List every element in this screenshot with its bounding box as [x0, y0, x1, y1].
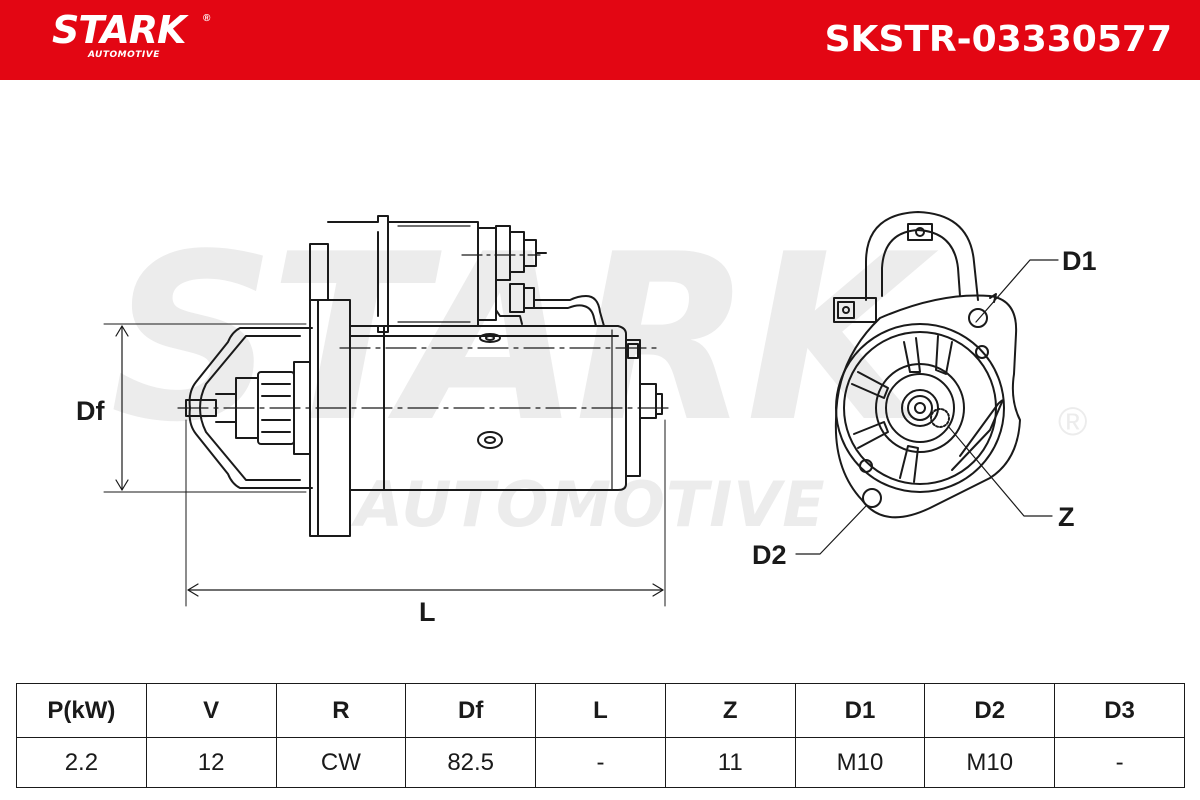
brand-logo: STARK ® AUTOMOTIVE	[52, 8, 210, 60]
spec-header-d1: D1	[794, 683, 926, 738]
spec-value-row: 2.2 12 CW 82.5 - 11 M10 M10 -	[16, 737, 1185, 788]
header-bar: STARK ® AUTOMOTIVE SKSTR-03330577	[0, 0, 1200, 80]
spec-header-power: P(kW)	[16, 683, 147, 738]
spec-header-z: Z	[664, 683, 796, 738]
spec-header-l: L	[535, 683, 666, 738]
spec-value-rotation: CW	[275, 737, 407, 788]
brand-name: STARK	[52, 8, 186, 52]
brand-registered-mark: ®	[203, 13, 211, 24]
df-dimension-label: Df	[76, 396, 105, 426]
spec-table: P(kW) V R Df L Z D1 D2 D3 2.2 12 CW 82.5…	[16, 683, 1185, 788]
spec-value-df: 82.5	[405, 737, 537, 788]
spec-value-voltage: 12	[145, 737, 277, 788]
l-dimension-label: L	[419, 597, 436, 627]
spec-value-d3: -	[1054, 737, 1185, 788]
d1-label: D1	[1062, 246, 1097, 276]
spec-value-d2: M10	[924, 737, 1056, 788]
spec-header-df: Df	[405, 683, 537, 738]
spec-header-d2: D2	[924, 683, 1056, 738]
spec-header-voltage: V	[145, 683, 277, 738]
side-view	[103, 215, 673, 607]
starter-motor-drawing	[103, 211, 1059, 607]
spec-value-power: 2.2	[16, 737, 147, 788]
spec-header-row: P(kW) V R Df L Z D1 D2 D3	[16, 683, 1185, 738]
spec-value-z: 11	[664, 737, 796, 788]
spec-value-l: -	[535, 737, 666, 788]
spec-header-rotation: R	[275, 683, 407, 738]
front-view	[795, 211, 1059, 555]
z-label: Z	[1058, 502, 1075, 532]
d2-label: D2	[752, 540, 787, 570]
spec-header-d3: D3	[1054, 683, 1185, 738]
spec-value-d1: M10	[794, 737, 926, 788]
part-number: SKSTR-03330577	[824, 19, 1172, 60]
brand-subtitle: AUTOMOTIVE	[88, 50, 160, 60]
